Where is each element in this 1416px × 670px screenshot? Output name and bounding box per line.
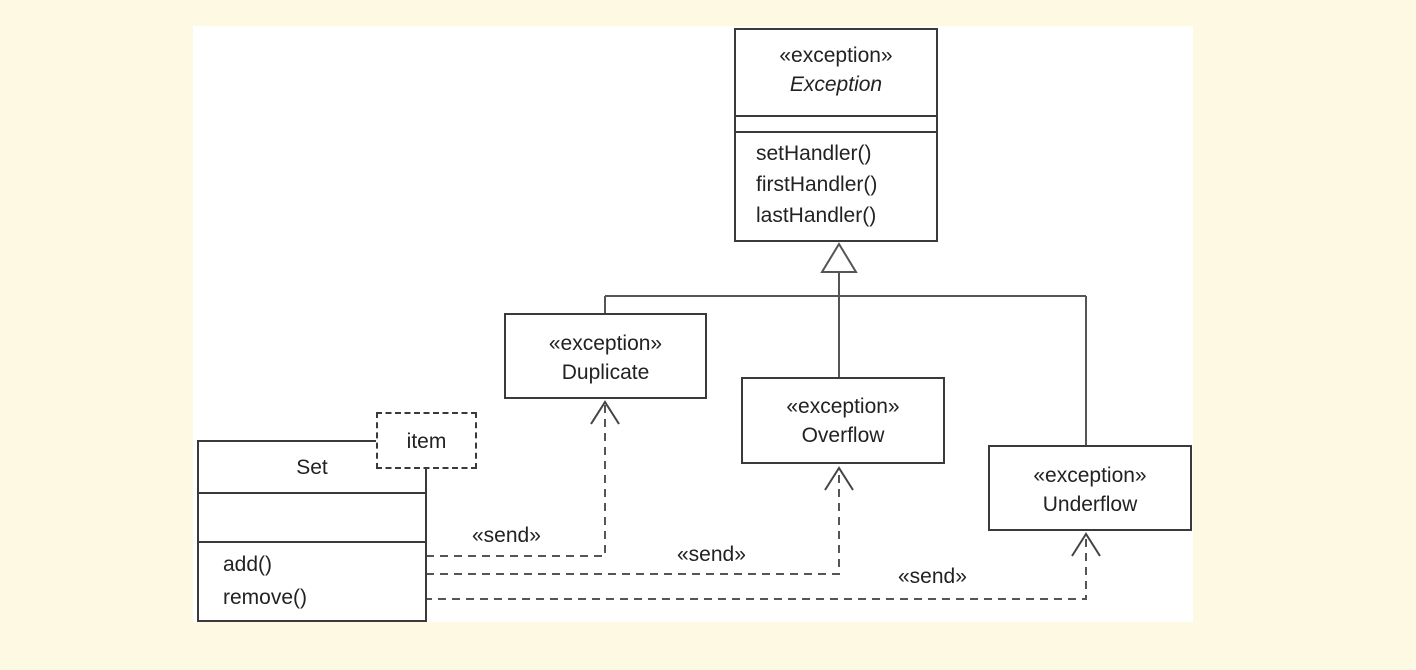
overflow-class: «exception» Overflow <box>741 377 945 464</box>
exception-class-attributes <box>736 115 936 133</box>
send-dependency-underflow <box>340 534 1087 600</box>
generalization-arrowhead <box>820 242 858 273</box>
exception-class-name: Exception <box>789 73 883 96</box>
set-class-attributes <box>199 494 425 543</box>
send-label-underflow: «send» <box>898 565 967 588</box>
exception-class: «exception» Exception setHandler() first… <box>734 28 938 242</box>
overflow-name: Overflow <box>801 424 885 447</box>
set-class-operations: add() remove() <box>199 548 425 614</box>
arrowhead-duplicate <box>590 400 620 425</box>
set-class-name: Set <box>296 456 328 479</box>
underflow-name: Underflow <box>1042 493 1138 516</box>
duplicate-class: «exception» Duplicate <box>504 313 707 399</box>
set-class: Set add() remove() <box>197 440 427 622</box>
operation-firsthandler: firstHandler() <box>756 173 878 196</box>
template-parameter-label: item <box>406 430 447 453</box>
send-label-duplicate: «send» <box>472 524 541 547</box>
overflow-stereotype: «exception» <box>786 395 900 418</box>
arrowhead-underflow <box>1071 532 1101 557</box>
exception-class-header: «exception» Exception <box>736 41 936 99</box>
set-class-header: Set <box>199 442 425 494</box>
operation-sethandler: setHandler() <box>756 142 872 165</box>
arrowhead-overflow <box>824 466 854 491</box>
underflow-stereotype: «exception» <box>1033 464 1147 487</box>
template-parameter-item: item <box>376 412 477 469</box>
exception-class-stereotype: «exception» <box>779 44 893 67</box>
send-dependency-overflow <box>300 468 840 575</box>
underflow-class: «exception» Underflow <box>988 445 1192 531</box>
send-label-overflow: «send» <box>677 543 746 566</box>
operation-lasthandler: lastHandler() <box>756 204 877 227</box>
operation-add: add() <box>223 553 273 576</box>
exception-class-operations: setHandler() firstHandler() lastHandler(… <box>736 138 936 231</box>
duplicate-name: Duplicate <box>561 361 650 384</box>
operation-remove: remove() <box>223 586 308 609</box>
duplicate-stereotype: «exception» <box>548 332 663 355</box>
